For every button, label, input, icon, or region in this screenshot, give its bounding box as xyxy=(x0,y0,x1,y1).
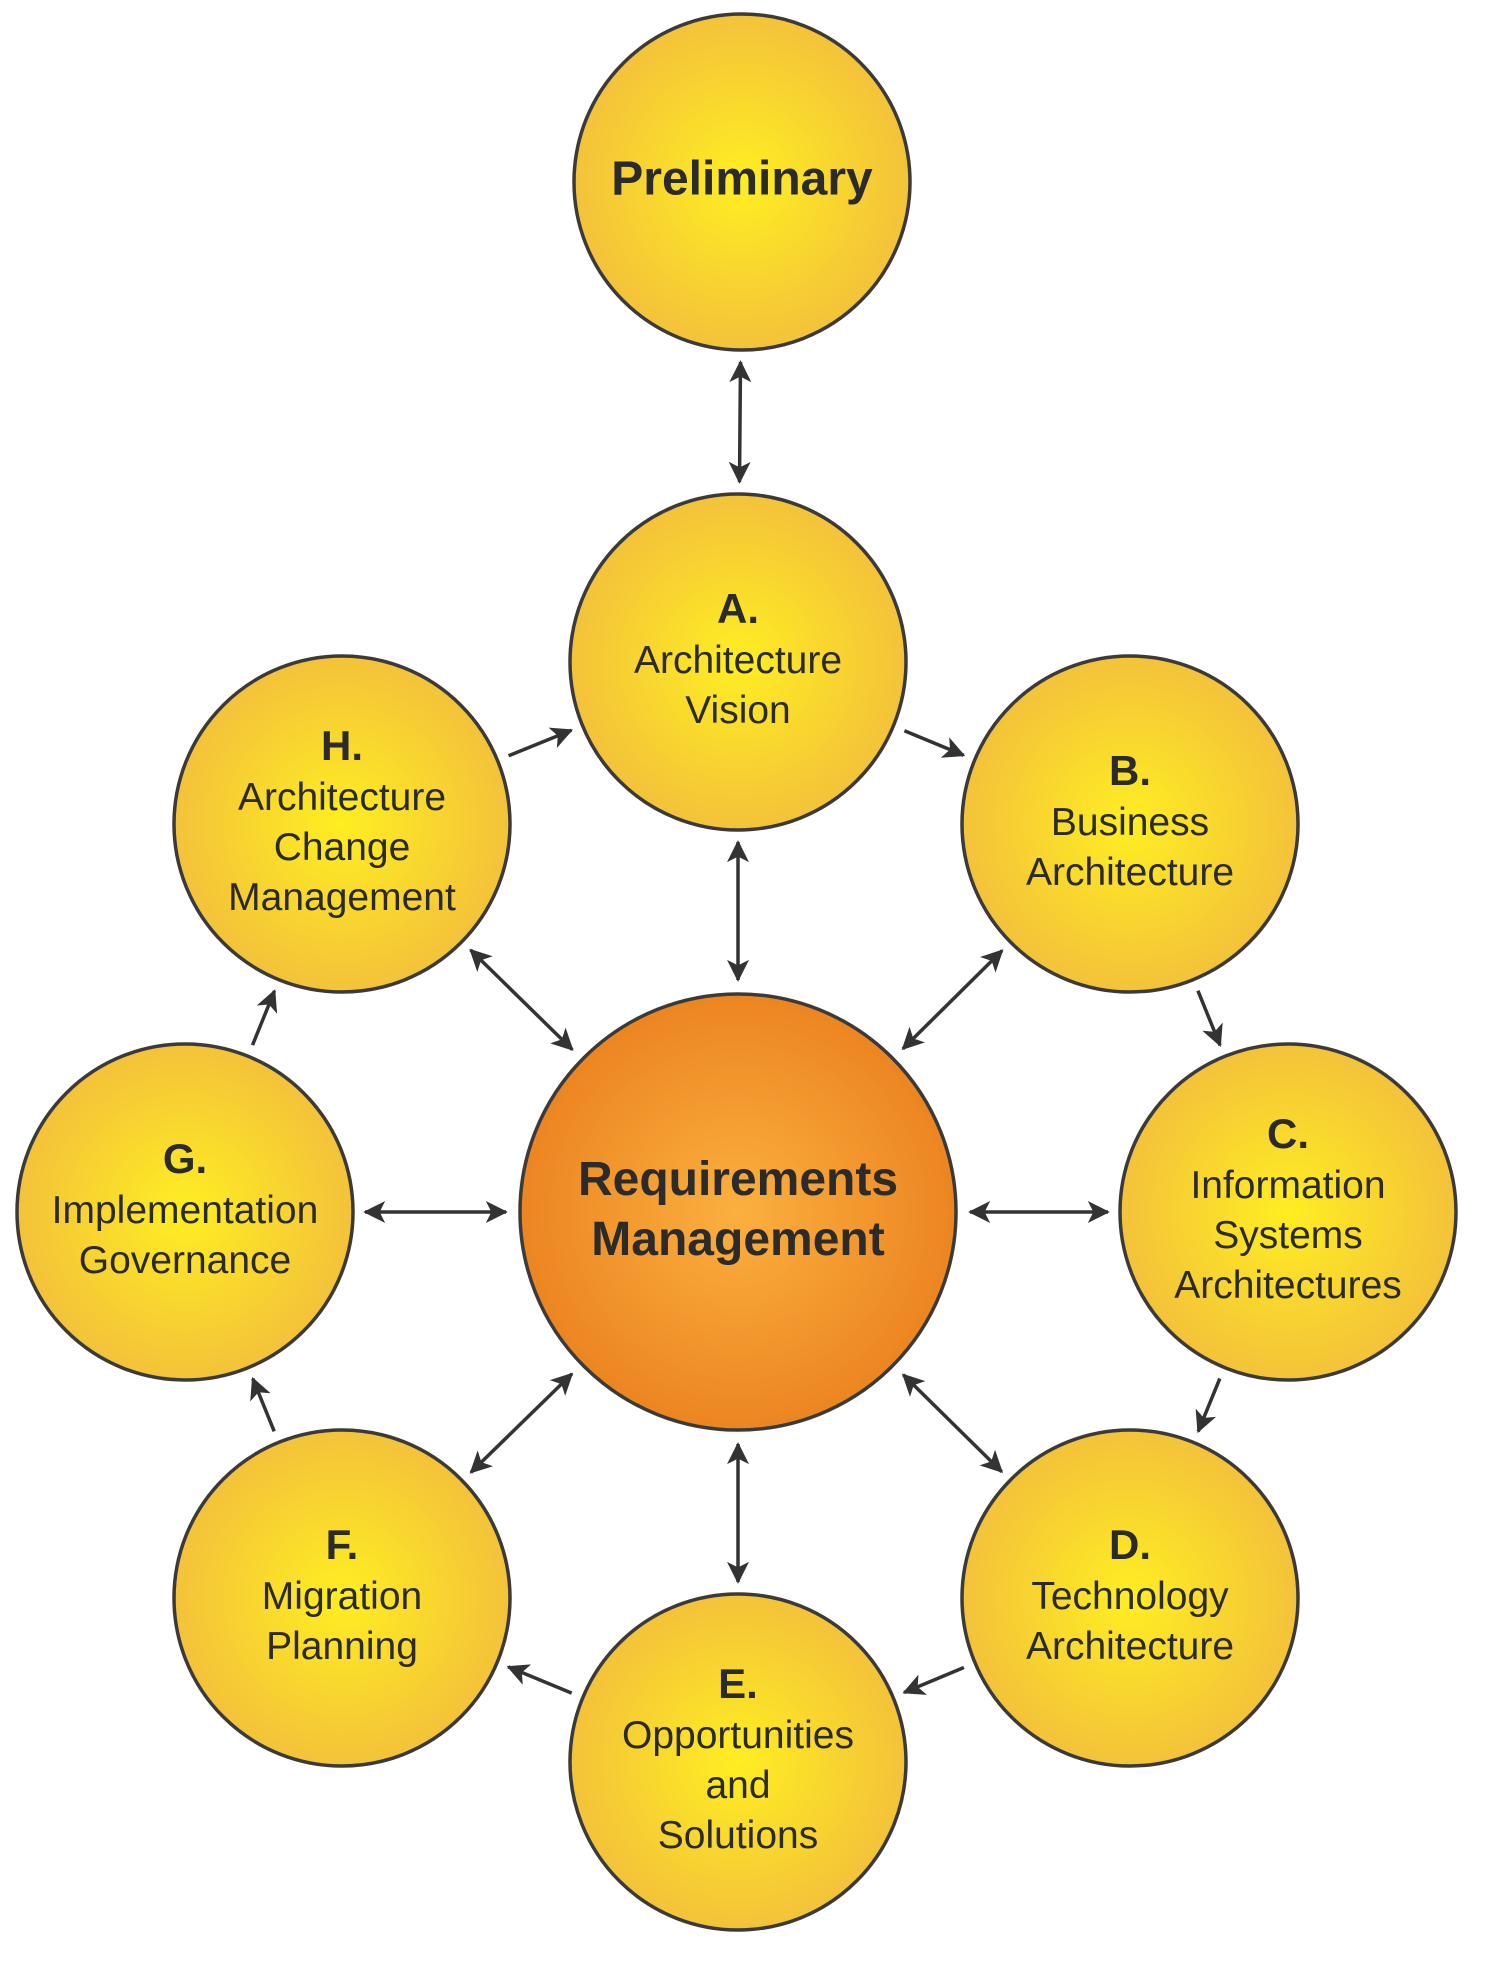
arrow-rm-to-f xyxy=(469,1372,574,1474)
node-label-line: Information xyxy=(1190,1164,1385,1207)
node-circle-h xyxy=(172,654,512,994)
nodes-layer: PreliminaryA.ArchitectureVisionB.Busines… xyxy=(15,12,1458,1932)
node-label-line: Implementation xyxy=(52,1189,319,1232)
arrow-rm-to-h xyxy=(469,948,574,1051)
node-letter: F. xyxy=(326,1521,359,1568)
node-label-line: Opportunities xyxy=(622,1714,854,1757)
node-label-line: Business xyxy=(1051,801,1209,844)
arrow-f-to-g xyxy=(250,1377,276,1432)
node-circle-a xyxy=(568,492,908,832)
node-title: Preliminary xyxy=(611,152,873,205)
node-label-line: Architectures xyxy=(1174,1264,1402,1307)
node-label-line: Systems xyxy=(1213,1214,1363,1257)
node-letter: H. xyxy=(321,722,363,769)
arrow-h-to-a xyxy=(507,727,574,758)
node-circle-rm xyxy=(518,992,958,1432)
node-circle-f xyxy=(172,1428,512,1768)
node-label-line: Migration xyxy=(262,1575,422,1618)
node-circle-c xyxy=(1118,1042,1458,1382)
node-label-line: Technology xyxy=(1031,1575,1229,1618)
node-label-line: Vision xyxy=(685,689,791,732)
node-label-line: Governance xyxy=(79,1239,291,1282)
node-letter: D. xyxy=(1109,1521,1151,1568)
node-letter: G. xyxy=(163,1135,207,1182)
node-circle-preliminary xyxy=(572,12,912,352)
arrow-e-to-f xyxy=(506,1664,573,1695)
arrow-rm-to-b xyxy=(901,949,1004,1051)
node-label-line: Management xyxy=(228,876,456,919)
arrow-a-to-b xyxy=(903,729,966,758)
node-circle-d xyxy=(960,1428,1300,1768)
node-circle-e xyxy=(568,1592,908,1932)
node-letter: A. xyxy=(717,585,759,632)
arrow-preliminary-to-a xyxy=(728,360,752,484)
node-label-line: and xyxy=(705,1764,770,1807)
node-letter: E. xyxy=(718,1660,758,1707)
arrow-b-to-c xyxy=(1196,990,1223,1047)
edges-layer xyxy=(250,360,1223,1695)
node-title-line: Requirements xyxy=(578,1153,898,1206)
node-label-line: Architecture xyxy=(238,776,446,819)
node-label-line: Planning xyxy=(266,1625,418,1668)
node-circle-b xyxy=(960,654,1300,994)
node-circle-g xyxy=(15,1042,355,1382)
node-title-line: Management xyxy=(591,1213,884,1266)
node-label-line: Architecture xyxy=(1026,851,1234,894)
node-preliminary: Preliminary xyxy=(572,12,912,352)
arrow-g-to-h xyxy=(250,989,278,1046)
node-letter: C. xyxy=(1267,1110,1309,1157)
node-label-line: Change xyxy=(274,826,411,869)
arrow-c-to-d xyxy=(1195,1377,1222,1434)
node-label-line: Architecture xyxy=(1026,1625,1234,1668)
node-label-line: Solutions xyxy=(658,1814,818,1857)
arrow-d-to-e xyxy=(902,1665,965,1695)
arrow-rm-to-d xyxy=(901,1373,1004,1473)
node-label-line: Architecture xyxy=(634,639,842,682)
node-letter: B. xyxy=(1109,747,1151,794)
